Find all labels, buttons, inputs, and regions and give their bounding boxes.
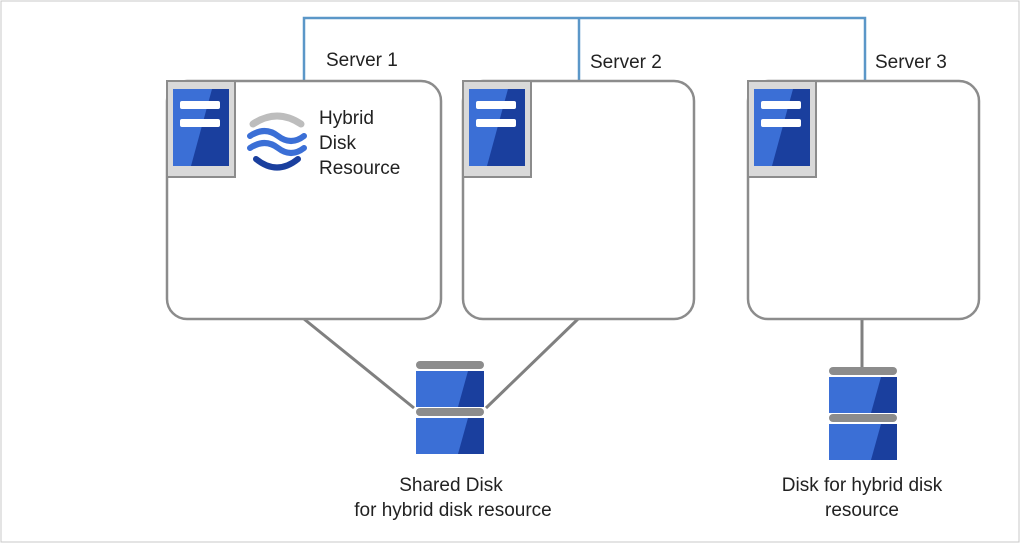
shared-disk: Shared Disk for hybrid disk resource [354,361,552,521]
server-3-label: Server 3 [875,52,947,73]
network-line [302,16,867,80]
server2-shared-disk-line [484,317,580,410]
shared-disk-label-line2: for hybrid disk resource [354,500,551,521]
hybrid-disk: Disk for hybrid disk resource [782,367,943,521]
hybrid-disk-resource-label-line2: Disk [319,133,356,154]
hybrid-disk-label-line1: Disk for hybrid disk [782,475,943,496]
hybrid-disk-label-line2: resource [825,500,899,521]
server1-shared-disk-line [303,317,415,410]
disk-icon [416,361,484,454]
server-tower-icon [166,80,236,178]
hybrid-disk-resource-label-line3: Resource [319,158,400,179]
server-2-label: Server 2 [590,52,662,73]
server-tower-icon [462,80,532,178]
hybrid-disk-resource-label-line1: Hybrid [319,108,374,129]
disk-connection-lines [303,317,864,410]
disk-icon [829,367,897,460]
server-tower-icon [747,80,817,178]
hybrid-disk-resource-icon [247,112,307,171]
server-1: Hybrid Disk Resource Server 1 [165,50,443,321]
shared-disk-label-line1: Shared Disk [399,475,503,496]
server-3: Server 3 [746,52,981,321]
server-2: Server 2 [461,52,696,321]
server-1-label: Server 1 [326,50,398,71]
